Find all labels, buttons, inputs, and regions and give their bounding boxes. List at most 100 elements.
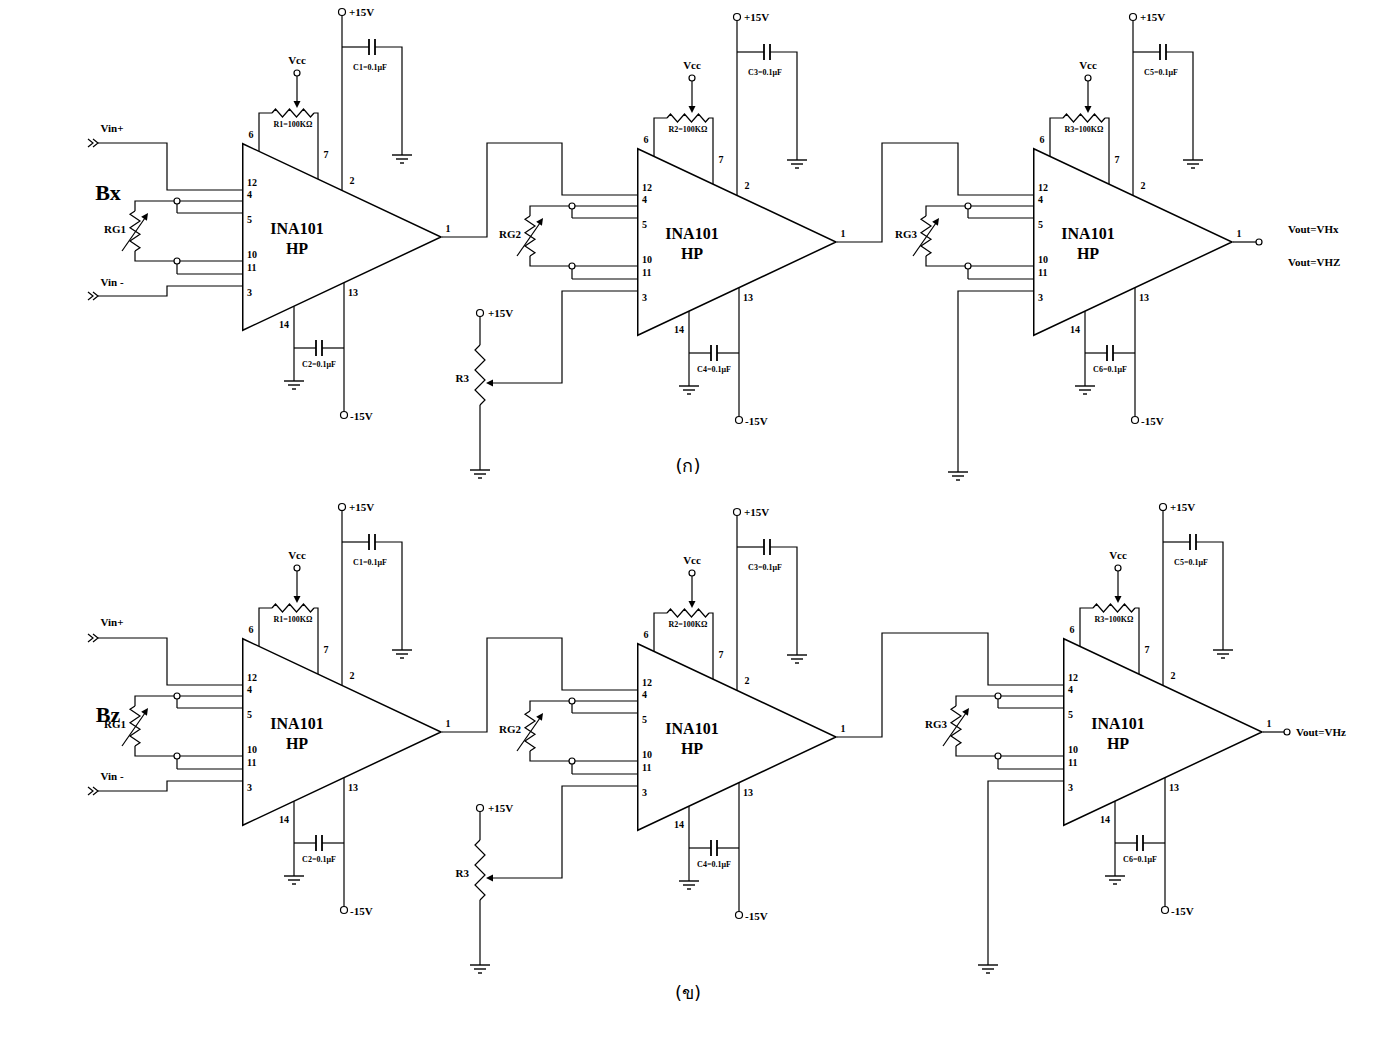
wire	[688, 311, 689, 386]
pin-number: 13	[743, 293, 753, 303]
pin-number: 5	[642, 220, 647, 230]
terminal-dot	[689, 570, 695, 576]
pin-number: 3	[1038, 293, 1043, 303]
pin-number: 4	[642, 690, 647, 700]
wire	[572, 205, 637, 206]
wire	[1113, 352, 1135, 353]
pin-number: 10	[1038, 255, 1048, 265]
ground-symbol	[683, 884, 695, 885]
terminal-dot	[689, 75, 695, 81]
ground-symbol	[288, 384, 300, 385]
resistor-symbol	[475, 840, 485, 900]
ground-symbol	[470, 964, 490, 965]
pin-number: 1	[841, 229, 846, 239]
wire	[294, 347, 316, 348]
component-label: C3=0.1μF	[748, 69, 782, 77]
terminal-dot	[965, 263, 971, 269]
pin-number: 7	[719, 650, 724, 660]
wire	[709, 118, 713, 184]
ground-symbol	[478, 477, 482, 478]
wire	[717, 352, 739, 353]
wire	[956, 696, 995, 706]
wire	[177, 260, 242, 261]
wire	[1050, 118, 1063, 156]
resistor-symbol	[272, 109, 314, 117]
pin-number: 6	[1040, 135, 1045, 145]
wire	[259, 608, 272, 646]
input-connector	[88, 139, 93, 147]
amplifier-outline	[1034, 149, 1232, 336]
arrow-head	[1085, 106, 1092, 113]
terminal-dot	[965, 203, 971, 209]
arrow-head	[932, 218, 939, 226]
wire	[296, 76, 297, 102]
signal-wire	[837, 633, 1063, 737]
pin-number: 14	[674, 820, 684, 830]
component-label: C4=0.1μF	[697, 366, 731, 374]
wire	[998, 755, 1063, 756]
supply-label: +15V	[488, 803, 513, 814]
component-label: C1=0.1μF	[353, 64, 387, 72]
pin-number: 6	[644, 135, 649, 145]
resistor-symbol	[667, 609, 709, 617]
wire	[736, 516, 737, 691]
device-name: INA101 HP	[1055, 224, 1121, 264]
terminal-dot	[569, 203, 575, 209]
pin-number: 3	[247, 288, 252, 298]
pin-number: 7	[324, 150, 329, 160]
supply-label: Vcc	[683, 60, 701, 71]
terminal-dot	[1256, 239, 1262, 245]
pin-number: 2	[1171, 671, 1176, 681]
component-label: C5=0.1μF	[1174, 559, 1208, 567]
arrow-head	[962, 708, 969, 716]
pin-number: 4	[247, 685, 252, 695]
wire	[322, 842, 344, 843]
terminal-dot	[569, 698, 575, 704]
axis-label: Bz	[96, 704, 120, 726]
input-connector	[93, 292, 98, 300]
wire	[968, 265, 1033, 266]
pin-number: 10	[642, 750, 652, 760]
pin-number: 10	[247, 250, 257, 260]
ground-symbol	[284, 875, 304, 876]
wire	[968, 278, 1033, 279]
wire	[530, 256, 569, 266]
signal-wire	[442, 638, 637, 732]
wire	[968, 205, 1033, 206]
resistor-symbol	[1063, 114, 1105, 122]
wire	[342, 46, 369, 47]
pin-number: 4	[642, 195, 647, 205]
wire	[998, 695, 1063, 696]
pin-number: 5	[1068, 710, 1073, 720]
pin-number: 14	[279, 320, 289, 330]
capacitor-symbol	[710, 345, 712, 361]
component-label: RG1	[104, 224, 126, 235]
signal-label: Vout=VHx	[1288, 224, 1338, 235]
wire	[479, 405, 480, 470]
pin-number: 5	[247, 215, 252, 225]
ground-symbol	[948, 471, 968, 472]
amplifier-outline	[1064, 639, 1262, 826]
wire	[926, 206, 965, 216]
supply-label: +15V	[1140, 12, 1165, 23]
supply-label: -15V	[350, 411, 373, 422]
arrow-head	[486, 380, 493, 387]
wire	[968, 217, 1033, 218]
wire	[343, 283, 344, 412]
resistor-symbol	[130, 211, 140, 251]
signal-label: Vout=VHZ	[1288, 257, 1340, 268]
wire	[689, 847, 711, 848]
wire	[572, 265, 637, 266]
terminal-dot	[174, 753, 180, 759]
terminal-dot	[341, 907, 348, 914]
terminal-dot	[1130, 14, 1137, 21]
pin-number: 13	[348, 288, 358, 298]
terminal-dot	[341, 412, 348, 419]
terminal-dot	[174, 258, 180, 264]
terminal-dot	[1085, 75, 1091, 81]
signal-label: Vout=VHz	[1296, 727, 1346, 738]
terminal-dot	[294, 70, 300, 76]
amplifier-block: INA101 HP	[637, 148, 837, 336]
terminal-dot	[174, 198, 180, 204]
arrow-head	[294, 101, 301, 108]
